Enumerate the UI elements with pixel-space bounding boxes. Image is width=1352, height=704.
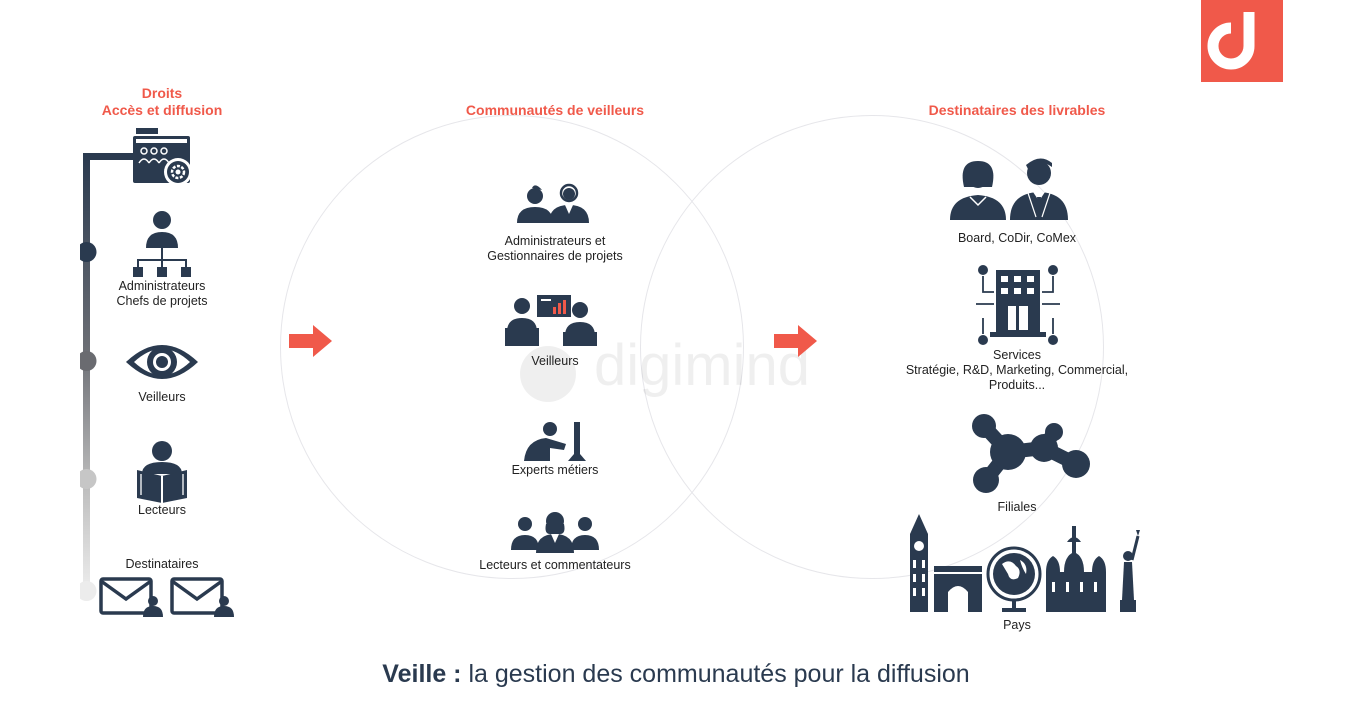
reader-icon bbox=[136, 440, 188, 504]
subsidiaries-network-icon bbox=[966, 408, 1096, 498]
left-header-line1: Droits bbox=[141, 85, 183, 101]
right-item-0-line1: Board, CoDir, CoMex bbox=[957, 231, 1077, 245]
middle-item-label: Veilleurs bbox=[430, 354, 680, 369]
middle-item-0-line2: Gestionnaires de projets bbox=[487, 249, 623, 263]
middle-item-2-line1: Experts métiers bbox=[511, 463, 599, 477]
right-item-label: Pays bbox=[886, 618, 1148, 633]
right-item-label: Filiales bbox=[886, 500, 1148, 515]
left-header-line2: Accès et diffusion bbox=[101, 102, 223, 118]
left-item-label: Lecteurs bbox=[60, 503, 264, 518]
right-item-2-line1: Filiales bbox=[997, 500, 1037, 514]
board-executives-icon bbox=[948, 157, 1072, 221]
middle-item-1-line1: Veilleurs bbox=[531, 354, 579, 368]
left-item-label: Administrateurs Chefs de projets bbox=[60, 279, 264, 309]
right-item-1-line1: Services bbox=[993, 348, 1041, 362]
left-item-1-line1: Veilleurs bbox=[138, 390, 186, 404]
middle-item-label: Experts métiers bbox=[430, 463, 680, 478]
middle-item-3-line1: Lecteurs et commentateurs bbox=[479, 558, 631, 572]
left-item-0-line1: Administrateurs bbox=[118, 279, 206, 293]
access-folder-icon bbox=[132, 126, 194, 188]
footer-title-rest: la gestion des communautés pour la diffu… bbox=[461, 660, 970, 688]
left-item-label: Veilleurs bbox=[60, 390, 264, 405]
left-item-3-line1: Destinataires bbox=[125, 557, 199, 571]
deliverables-circle bbox=[640, 115, 1104, 579]
company-building-icon bbox=[974, 262, 1062, 346]
right-item-1-line2: Stratégie, R&D, Marketing, Commercial, bbox=[905, 363, 1129, 377]
left-item-0-line2: Chefs de projets bbox=[116, 294, 208, 308]
footer-title-bold: Veille : bbox=[382, 660, 462, 688]
footer-title: Veille : la gestion des communautés pour… bbox=[0, 660, 1352, 689]
right-item-label: Board, CoDir, CoMex bbox=[886, 231, 1148, 246]
right-header: Destinataires des livrables bbox=[928, 102, 1106, 118]
left-item-2-line1: Lecteurs bbox=[138, 503, 186, 517]
right-item-label: Services Stratégie, R&D, Marketing, Comm… bbox=[872, 348, 1162, 393]
right-item-1-line3: Produits... bbox=[988, 378, 1046, 392]
watchers-laptop-icon bbox=[503, 294, 599, 348]
digimind-logo bbox=[1201, 0, 1283, 82]
mail-recipients-icon bbox=[98, 575, 236, 617]
middle-item-label: Administrateurs et Gestionnaires de proj… bbox=[430, 234, 680, 264]
left-item-label: Destinataires bbox=[60, 557, 264, 572]
countries-landmarks-icon bbox=[906, 512, 1142, 614]
org-chart-user-icon bbox=[132, 208, 192, 278]
middle-item-0-line1: Administrateurs et bbox=[504, 234, 606, 248]
readers-group-icon bbox=[510, 510, 600, 554]
arrow-right-icon bbox=[289, 325, 333, 362]
middle-item-label: Lecteurs et commentateurs bbox=[430, 558, 680, 573]
admin-pair-icon bbox=[516, 182, 592, 224]
middle-header: Communautés de veilleurs bbox=[465, 102, 645, 118]
expert-computer-icon bbox=[520, 420, 590, 462]
right-item-3-line1: Pays bbox=[1003, 618, 1031, 632]
rights-timeline bbox=[76, 150, 140, 610]
eye-icon bbox=[124, 340, 200, 384]
arrow-right-icon bbox=[774, 325, 818, 362]
left-header: Droits Accès et diffusion bbox=[62, 85, 262, 119]
